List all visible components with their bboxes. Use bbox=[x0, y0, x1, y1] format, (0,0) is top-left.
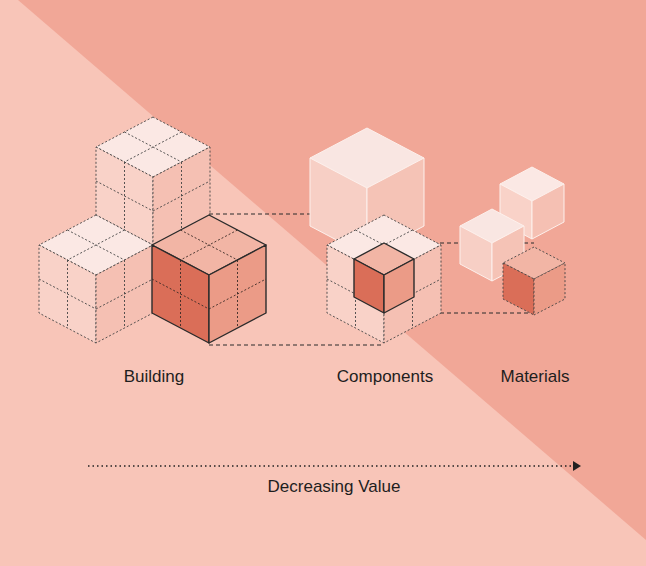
axis-label: Decreasing Value bbox=[268, 477, 401, 497]
cube bbox=[503, 247, 565, 315]
dotted-arrow-line bbox=[88, 465, 573, 467]
background-diagonal bbox=[18, 0, 646, 540]
cube-face bbox=[384, 259, 414, 313]
grid-line bbox=[181, 230, 238, 260]
grid-line bbox=[181, 230, 238, 260]
grid-line bbox=[96, 279, 153, 309]
grid-line bbox=[152, 279, 209, 309]
cube-face bbox=[503, 263, 534, 315]
grid-line bbox=[68, 230, 125, 260]
cube-face bbox=[460, 226, 492, 281]
grid-line bbox=[125, 132, 182, 162]
grid-line bbox=[96, 181, 153, 211]
cube-face bbox=[532, 184, 564, 239]
cube-face bbox=[534, 263, 565, 315]
cube bbox=[327, 215, 441, 343]
value-arrow bbox=[88, 461, 581, 471]
grid-line bbox=[153, 181, 210, 211]
cubes bbox=[39, 117, 565, 345]
projection-line bbox=[209, 345, 384, 346]
cube-face bbox=[354, 259, 384, 313]
grid-line bbox=[209, 279, 266, 309]
grid-line bbox=[39, 279, 96, 309]
arrow-head bbox=[573, 461, 581, 471]
stage-label: Materials bbox=[501, 367, 570, 387]
cube bbox=[39, 215, 153, 343]
stage-label: Building bbox=[124, 367, 185, 387]
cube bbox=[354, 243, 414, 313]
stage-label: Components bbox=[337, 367, 433, 387]
grid-line bbox=[68, 230, 125, 260]
grid-line bbox=[125, 132, 182, 162]
cube bbox=[152, 215, 266, 343]
